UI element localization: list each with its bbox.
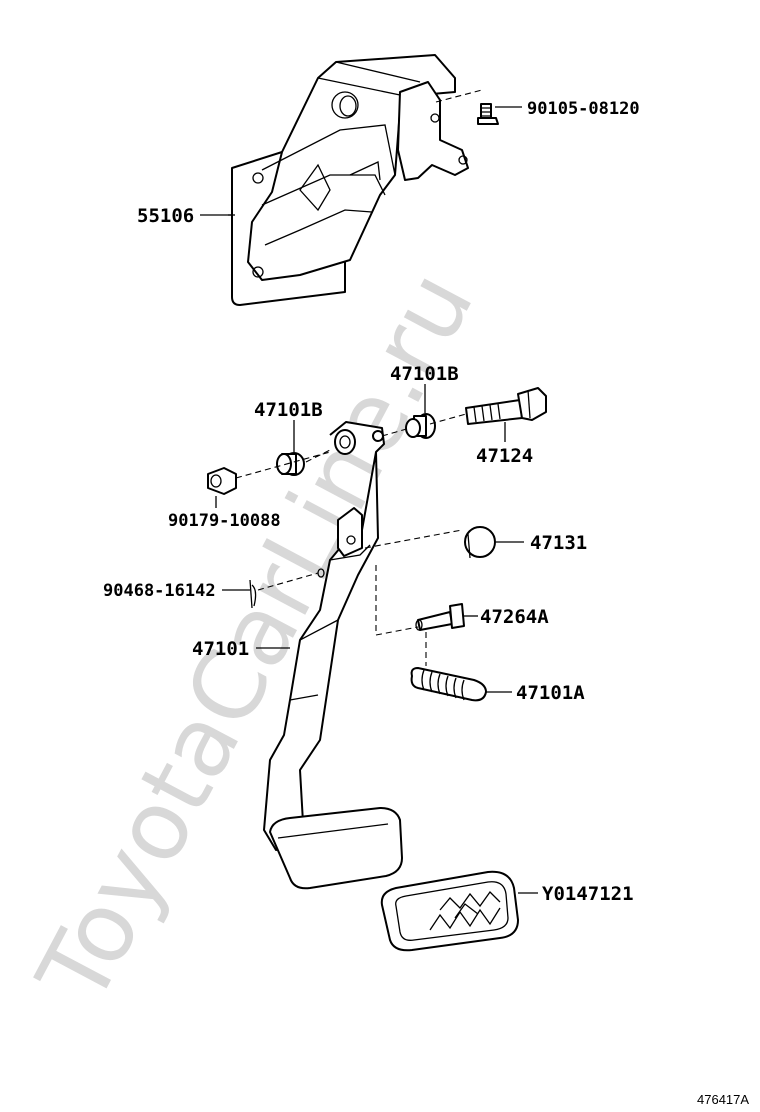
label-47101a: 47101A [516, 682, 585, 704]
brake-pedal-arm[interactable] [263, 421, 385, 851]
pedal-pad[interactable] [269, 807, 403, 890]
pedal-support-bracket[interactable] [231, 54, 469, 306]
label-47264a: 47264A [480, 606, 549, 628]
label-55106: 55106 [137, 205, 194, 227]
bushing-47101b-left[interactable] [276, 452, 305, 476]
label-90179-10088: 90179-10088 [168, 511, 281, 531]
label-y0147121: Y0147121 [542, 883, 634, 905]
label-47124: 47124 [476, 445, 533, 467]
label-47101: 47101 [192, 638, 249, 660]
pedal-pad-cover[interactable] [380, 870, 519, 952]
spring-47101a[interactable] [410, 667, 487, 702]
clip-90468-16142[interactable] [249, 579, 257, 609]
nut-90179-10088[interactable] [207, 467, 237, 495]
pin-47264a[interactable] [415, 603, 465, 631]
figure-reference: 476417A [697, 1092, 749, 1107]
label-90468-16142: 90468-16142 [103, 581, 216, 601]
bolt-90105-08120[interactable] [477, 103, 499, 125]
label-90105-08120: 90105-08120 [527, 99, 640, 119]
pivot-bolt-47124[interactable] [465, 387, 547, 425]
bushing-47101b-right[interactable] [405, 413, 436, 439]
label-47101b-right: 47101B [390, 363, 459, 385]
label-47131: 47131 [530, 532, 587, 554]
pedal-stopper-47131[interactable] [464, 526, 496, 559]
label-47101b-left: 47101B [254, 399, 323, 421]
